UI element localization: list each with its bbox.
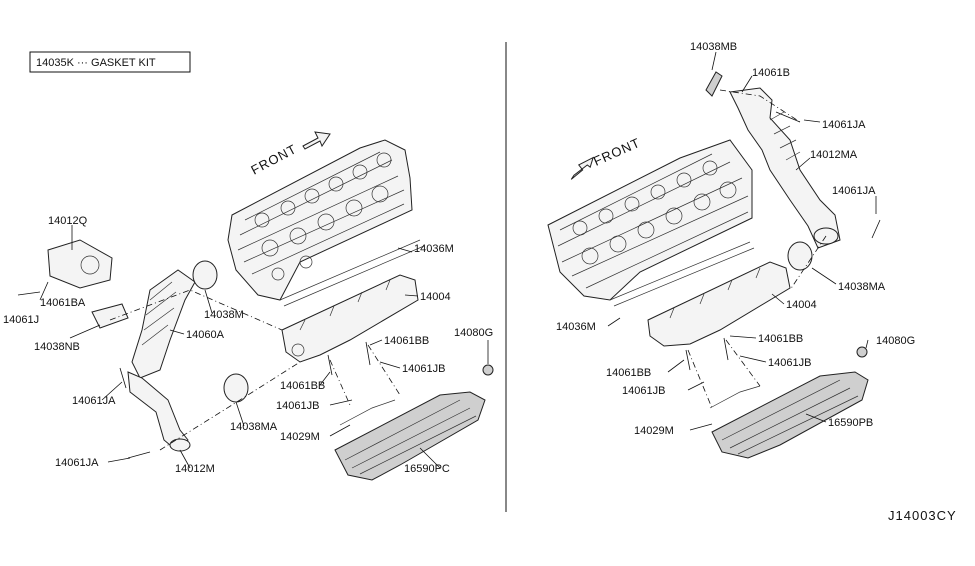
stud-14061JB-right — [723, 337, 729, 361]
label-14012M: 14012M — [175, 463, 215, 475]
exhaust-manifold-right — [647, 261, 791, 347]
label-14036M-right: 14036M — [556, 321, 596, 333]
stud-14061JB-left — [365, 341, 371, 366]
label-14061J: 14061J — [3, 314, 39, 326]
stud-14061JA-left-a — [119, 367, 127, 389]
label-14029M-left: 14029M — [280, 431, 320, 443]
gasket-14038MA-right — [787, 241, 813, 271]
bracket-14029M-left — [339, 399, 396, 426]
front-arrow-right: FRONT — [570, 135, 643, 180]
assembly-line-left-c — [329, 344, 401, 406]
leaders-left — [39, 225, 489, 469]
assembly-line-left-b — [109, 289, 283, 331]
heat-shield-left — [334, 391, 486, 481]
assembly-line-right-a — [719, 89, 801, 123]
label-14061B: 14061B — [752, 67, 790, 79]
label-14061BB-left-b: 14061BB — [280, 380, 325, 392]
label-14029M-right: 14029M — [634, 425, 674, 437]
catalytic-converter-left — [127, 269, 196, 452]
label-14038MA-right: 14038MA — [838, 281, 886, 293]
label-14061JA-right-a: 14061JA — [822, 119, 866, 131]
gasket-kit-box — [29, 51, 191, 73]
stud-14061J-left — [17, 291, 41, 296]
flange-14012Q-left — [47, 239, 113, 289]
gasket-14038NB-left — [91, 303, 129, 329]
label-14061JB-right-a: 14061JB — [768, 357, 811, 369]
stud-14061BB-left — [327, 354, 333, 376]
leaders-right — [607, 51, 877, 431]
front-label-left: FRONT — [248, 141, 299, 178]
gasket-kit-note: 14035K ··· GASKET KIT — [29, 51, 191, 73]
label-14038M-left: 14038M — [204, 309, 244, 321]
label-16590PB: 16590PB — [828, 417, 873, 429]
label-14061BA: 14061BA — [40, 297, 86, 309]
label-14004-left: 14004 — [420, 291, 451, 303]
exhaust-manifold-left — [281, 274, 419, 363]
cylinder-head-left — [227, 139, 413, 301]
gasket-kit-label: 14035K ··· GASKET KIT — [36, 57, 156, 69]
stud-14061JA-right-b — [871, 219, 881, 239]
heat-shield-right — [711, 371, 869, 459]
label-14080G-left: 14080G — [454, 327, 493, 339]
label-14061JB-right-b: 14061JB — [622, 385, 665, 397]
stud-14061JA-right-a — [775, 111, 801, 123]
gasket-14038MB-right — [705, 71, 723, 97]
label-16590PC: 16590PC — [404, 463, 450, 475]
front-arrow-left-shape — [302, 131, 331, 150]
cylinder-head-right — [547, 139, 753, 301]
front-arrow-right-shape — [570, 156, 594, 180]
gasket-14036M-left — [279, 239, 425, 307]
stud-14061BB-right — [685, 349, 691, 371]
label-14080G-right: 14080G — [876, 335, 915, 347]
assembly-line-left-a — [159, 361, 301, 451]
gasket-14036M-right — [609, 241, 755, 307]
nut-14080G-right — [856, 346, 868, 358]
assembly-line-right-b — [687, 235, 827, 409]
gasket-14038M-left — [192, 260, 218, 290]
label-14061JB-left-a: 14061JB — [402, 363, 445, 375]
label-14061JB-left-b: 14061JB — [276, 400, 319, 412]
label-14061JA-left-a: 14061JA — [72, 395, 116, 407]
label-14060A: 14060A — [186, 329, 225, 341]
label-14061JA-left-b: 14061JA — [55, 457, 99, 469]
stud-14061JA-left-b — [127, 451, 151, 459]
label-14038NB: 14038NB — [34, 341, 80, 353]
front-label-right: FRONT — [591, 135, 643, 169]
diagram-reference: J14003CY — [888, 508, 957, 523]
label-14061BB-right-a: 14061BB — [758, 333, 803, 345]
label-14038MB: 14038MB — [690, 41, 737, 53]
bracket-14029M-right — [709, 385, 761, 409]
label-14061JA-right-b: 14061JA — [832, 185, 876, 197]
nut-14080G-left — [482, 364, 494, 376]
gasket-14038MA-left — [223, 373, 249, 403]
label-14012Q: 14012Q — [48, 215, 88, 227]
label-14004-right: 14004 — [786, 299, 817, 311]
label-14036M-left: 14036M — [414, 243, 454, 255]
label-14061BB-right-b: 14061BB — [606, 367, 651, 379]
label-14061BB-left-a: 14061BB — [384, 335, 429, 347]
label-14012MA: 14012MA — [810, 149, 858, 161]
label-14038MA-left: 14038MA — [230, 421, 278, 433]
